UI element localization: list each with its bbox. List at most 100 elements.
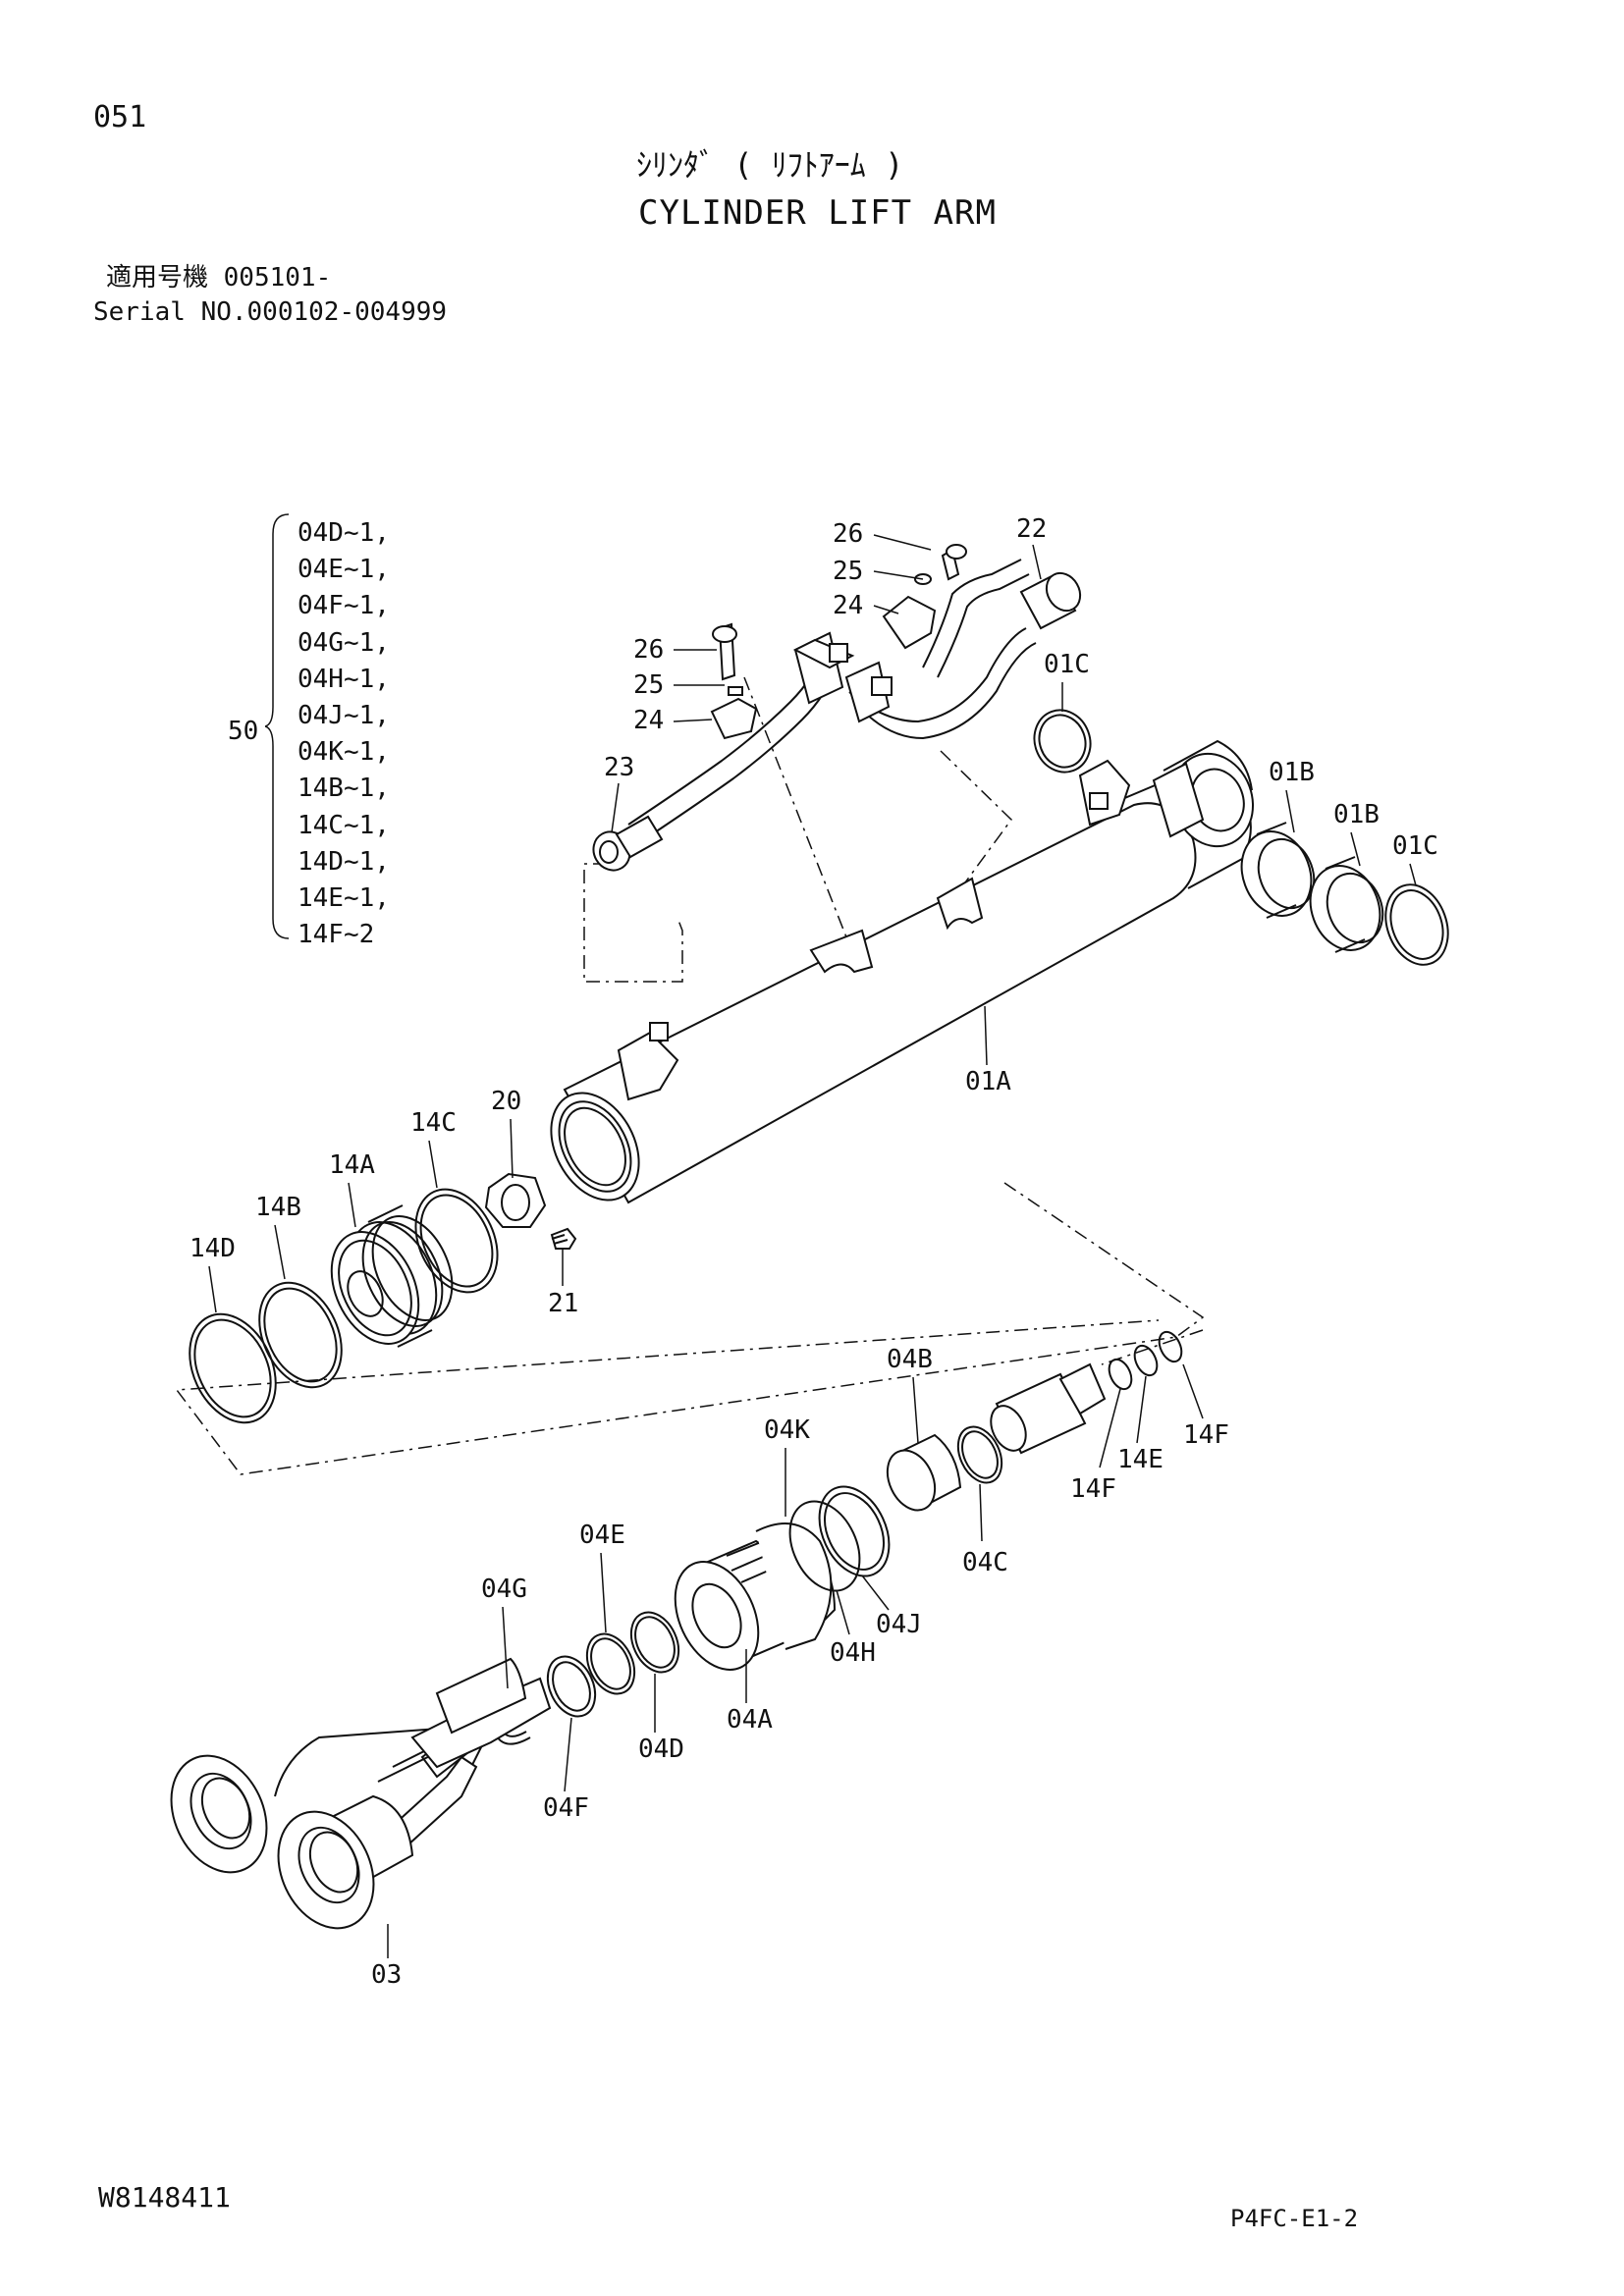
callout-14A: 14A xyxy=(329,1150,375,1180)
seal-01C-lower xyxy=(1384,883,1449,966)
leader-line-14A xyxy=(348,1182,356,1228)
cylinder-tube-01A xyxy=(550,739,1255,1204)
leader-line-04H xyxy=(836,1589,850,1635)
ring-14F-outer xyxy=(1158,1330,1183,1363)
callout-04K: 04K xyxy=(764,1415,810,1445)
callout-14Fa: 14F xyxy=(1070,1474,1116,1504)
leader-line-01Ba xyxy=(1285,789,1295,833)
piston-14A xyxy=(330,1204,454,1348)
set-screw-21 xyxy=(550,1227,577,1250)
callout-04J: 04J xyxy=(876,1610,922,1639)
ring-04C xyxy=(956,1425,1003,1484)
spacer-pin xyxy=(990,1362,1107,1455)
wear-ring-14B xyxy=(258,1281,343,1389)
callout-04D: 04D xyxy=(638,1735,684,1764)
leader-line-20 xyxy=(510,1118,514,1179)
leader-line-14B xyxy=(274,1224,286,1280)
bushing-04K xyxy=(755,1522,833,1650)
leader-line-25a xyxy=(873,570,924,580)
seal-04H xyxy=(788,1500,861,1592)
kit-number: 50 xyxy=(228,717,259,746)
callout-04F: 04F xyxy=(543,1793,589,1823)
leader-line-01A xyxy=(984,1005,988,1066)
kit-item: 14C~1, xyxy=(298,810,390,840)
leader-line-04E xyxy=(600,1552,607,1633)
pipe-fitting-center xyxy=(792,631,855,705)
leader-line-14C xyxy=(428,1140,438,1189)
leader-line-14D xyxy=(208,1265,217,1313)
kit-item: 14B~1, xyxy=(298,774,390,804)
ring-04F xyxy=(546,1655,597,1718)
pipe-clamp-left-24 xyxy=(710,622,758,740)
kit-item: 04J~1, xyxy=(298,701,390,730)
kit-brace xyxy=(265,513,290,939)
callout-24b: 24 xyxy=(633,706,664,735)
center-line-hose-left xyxy=(583,863,683,983)
callout-14B: 14B xyxy=(255,1193,301,1222)
callout-04H: 04H xyxy=(830,1638,876,1668)
leader-line-04G xyxy=(502,1606,509,1689)
callout-14D: 14D xyxy=(189,1234,236,1263)
center-line-clamp-right xyxy=(940,750,1012,894)
callout-22: 22 xyxy=(1016,514,1047,544)
ring-04E xyxy=(585,1632,636,1695)
kit-item: 04G~1, xyxy=(298,627,390,658)
leader-line-26a xyxy=(873,534,932,551)
callout-25a: 25 xyxy=(833,557,863,586)
callout-03: 03 xyxy=(371,1960,402,1990)
page-number: 051 xyxy=(93,100,147,134)
sheet-reference: P4FC-E1-2 xyxy=(1230,2205,1359,2232)
seal-01C-upper xyxy=(1033,709,1092,774)
pipe-right-22 xyxy=(844,559,1082,740)
callout-01Bb: 01B xyxy=(1333,800,1380,829)
callout-14E: 14E xyxy=(1117,1445,1164,1474)
bushing-04B xyxy=(886,1433,962,1512)
kit-item: 14D~1, xyxy=(298,846,390,877)
callout-14Fb: 14F xyxy=(1183,1420,1229,1450)
center-line-clamp-left xyxy=(743,676,853,953)
leader-line-01Cb xyxy=(1409,863,1417,886)
kit-item: 14E~1, xyxy=(298,883,390,913)
bushing-01B-left xyxy=(1240,822,1316,919)
nut-20 xyxy=(484,1172,547,1228)
leader-line-24a xyxy=(873,605,899,614)
kit-item: 04K~1, xyxy=(298,737,390,768)
callout-04E: 04E xyxy=(579,1521,625,1550)
title-english: CYLINDER LIFT ARM xyxy=(638,193,997,233)
callout-21: 21 xyxy=(548,1289,578,1318)
callout-01Ba: 01B xyxy=(1269,758,1315,787)
pipe-clamp-right-24 xyxy=(882,544,967,650)
rod-03 xyxy=(170,1657,552,1930)
leader-line-04J xyxy=(861,1575,890,1611)
leader-line-14Fa xyxy=(1099,1388,1121,1468)
callout-01Ca: 01C xyxy=(1044,650,1090,679)
ring-04D xyxy=(629,1611,680,1674)
callout-25b: 25 xyxy=(633,670,664,700)
ring-14F-inner xyxy=(1108,1358,1133,1391)
seal-14C xyxy=(414,1188,499,1294)
dust-seal-04J xyxy=(818,1485,891,1577)
callout-layer: 262524222625242301C01B01B01C01A2014C14A1… xyxy=(189,514,1438,1990)
leader-line-24b xyxy=(673,719,713,722)
callout-01Cb: 01C xyxy=(1392,831,1438,861)
ring-14E xyxy=(1133,1344,1159,1377)
kit-item: 04F~1, xyxy=(298,591,390,621)
callout-04C: 04C xyxy=(962,1548,1008,1577)
bushing-01B-right xyxy=(1309,856,1384,953)
callout-26a: 26 xyxy=(833,519,863,549)
callout-14C: 14C xyxy=(410,1108,457,1138)
kit-item: 04D~1, xyxy=(298,518,390,548)
callout-04B: 04B xyxy=(887,1345,933,1374)
kit-item: 04E~1, xyxy=(298,555,390,585)
leader-line-14E xyxy=(1136,1375,1147,1444)
drawing-number: W8148411 xyxy=(98,2181,231,2214)
callout-04G: 04G xyxy=(481,1575,527,1604)
callout-24a: 24 xyxy=(833,591,863,620)
callout-04A: 04A xyxy=(727,1705,773,1735)
seal-14D xyxy=(189,1312,277,1424)
callout-26b: 26 xyxy=(633,635,664,665)
leader-line-01Bb xyxy=(1350,831,1361,867)
leader-line-14Fb xyxy=(1182,1363,1204,1419)
center-line-piston xyxy=(175,1182,1205,1475)
kit-item: 04H~1, xyxy=(298,664,390,694)
